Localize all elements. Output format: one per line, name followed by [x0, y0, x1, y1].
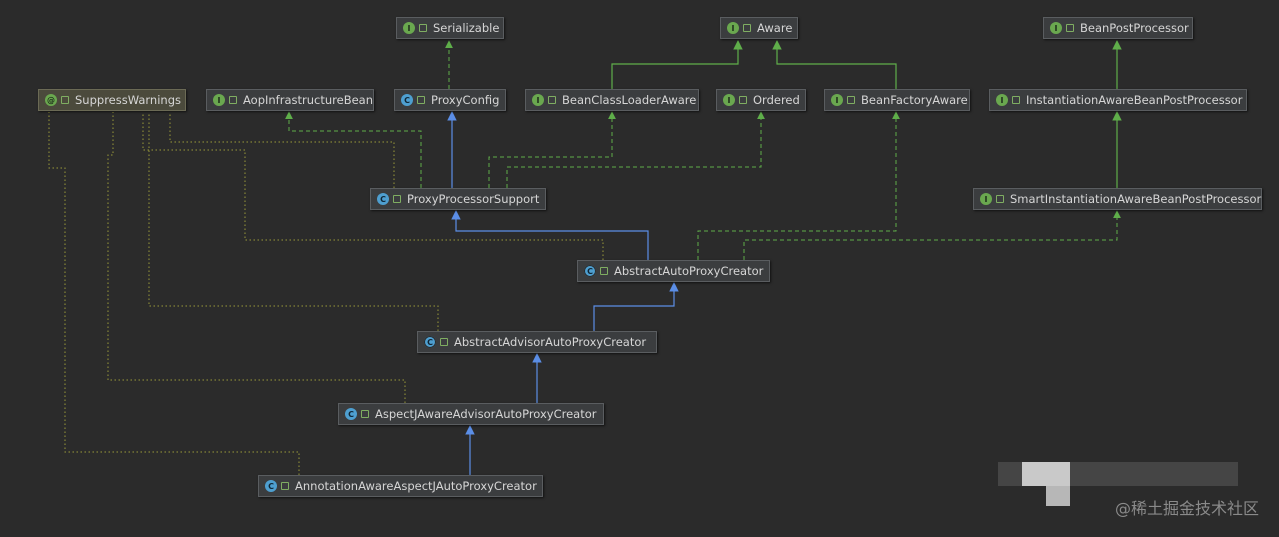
- lock-icon: [393, 195, 401, 203]
- node-abstractadvisorautoproxycreator[interactable]: C AbstractAdvisorAutoProxyCreator: [417, 331, 657, 353]
- node-label: BeanPostProcessor: [1080, 21, 1189, 35]
- node-beanpostprocessor[interactable]: I BeanPostProcessor: [1043, 17, 1193, 39]
- lock-icon: [61, 96, 69, 104]
- node-label: AbstractAdvisorAutoProxyCreator: [454, 335, 647, 349]
- node-label: BeanFactoryAware: [861, 93, 968, 107]
- edge-implements-11: [743, 210, 1121, 260]
- class-icon: C: [265, 480, 277, 492]
- node-annotationawareaspectjautoproxycreator[interactable]: C AnnotationAwareAspectJAutoProxyCreator: [258, 475, 543, 497]
- edge-implements-8: [506, 111, 765, 188]
- node-abstractautoproxycreator[interactable]: C AbstractAutoProxyCreator: [577, 260, 770, 282]
- node-label: ProxyConfig: [431, 93, 500, 107]
- node-proxyprocessorsupport[interactable]: C ProxyProcessorSupport: [370, 188, 546, 210]
- node-label: BeanClassLoaderAware: [562, 93, 697, 107]
- edge-implements-7: [488, 111, 616, 188]
- pixelated-blur: [1046, 486, 1070, 506]
- node-suppresswarnings[interactable]: @ SuppressWarnings: [38, 89, 186, 111]
- interface-icon: I: [996, 94, 1008, 106]
- edge-annotated-15: [169, 112, 395, 188]
- interface-icon: I: [831, 94, 843, 106]
- node-serializable[interactable]: I Serializable: [396, 17, 504, 39]
- node-label: Serializable: [433, 21, 500, 35]
- edge-annotated-17: [148, 112, 439, 331]
- abstract-class-icon: C: [424, 336, 436, 348]
- node-aware[interactable]: I Aware: [720, 17, 798, 39]
- lock-icon: [1066, 24, 1074, 32]
- watermark-text: @稀土掘金技术社区: [1114, 499, 1259, 518]
- lock-icon: [417, 96, 425, 104]
- lock-icon: [600, 267, 608, 275]
- lock-icon: [548, 96, 556, 104]
- node-label: AopInfrastructureBean: [243, 93, 373, 107]
- node-aopinfrastructurebean[interactable]: I AopInfrastructureBean: [206, 89, 374, 111]
- pixelated-blur: [1022, 462, 1070, 486]
- edge-annotated-16: [142, 112, 604, 260]
- node-label: AbstractAutoProxyCreator: [614, 264, 764, 278]
- edge-extends-interface-2: [772, 40, 897, 89]
- lock-icon: [1012, 96, 1020, 104]
- lock-icon: [229, 96, 237, 104]
- lock-icon: [996, 195, 1004, 203]
- edge-annotated-18: [107, 112, 406, 403]
- node-label: AnnotationAwareAspectJAutoProxyCreator: [295, 479, 537, 493]
- interface-icon: I: [403, 22, 415, 34]
- edge-annotated-19: [48, 112, 300, 475]
- lock-icon: [419, 24, 427, 32]
- node-beanclassloaderaware[interactable]: I BeanClassLoaderAware: [525, 89, 699, 111]
- node-label: SuppressWarnings: [75, 93, 181, 107]
- node-proxyconfig[interactable]: C ProxyConfig: [394, 89, 506, 111]
- node-label: Aware: [757, 21, 793, 35]
- node-instantiationawarebeanpostprocessor[interactable]: I InstantiationAwareBeanPostProcessor: [989, 89, 1247, 111]
- class-icon: C: [377, 193, 389, 205]
- interface-icon: I: [1050, 22, 1062, 34]
- interface-icon: I: [532, 94, 544, 106]
- node-label: Ordered: [753, 93, 800, 107]
- class-icon: C: [345, 408, 357, 420]
- node-label: ProxyProcessorSupport: [407, 192, 540, 206]
- lock-icon: [361, 410, 369, 418]
- lock-icon: [847, 96, 855, 104]
- class-icon: C: [401, 94, 413, 106]
- edge-extends-interface-1: [611, 40, 743, 89]
- edge-extends-9: [451, 210, 649, 260]
- interface-icon: I: [213, 94, 225, 106]
- node-label: AspectJAwareAdvisorAutoProxyCreator: [375, 407, 597, 421]
- lock-icon: [739, 96, 747, 104]
- node-ordered[interactable]: I Ordered: [716, 89, 806, 111]
- node-beanfactoryaware[interactable]: I BeanFactoryAware: [824, 89, 970, 111]
- interface-icon: I: [723, 94, 735, 106]
- interface-icon: I: [980, 193, 992, 205]
- edge-extends-12: [593, 282, 679, 331]
- node-label: SmartInstantiationAwareBeanPostProcessor: [1010, 192, 1262, 206]
- node-aspectjawareadvisorautoproxycreator[interactable]: C AspectJAwareAdvisorAutoProxyCreator: [338, 403, 604, 425]
- interface-icon: I: [727, 22, 739, 34]
- lock-icon: [281, 482, 289, 490]
- annotation-icon: @: [45, 94, 57, 106]
- node-label: InstantiationAwareBeanPostProcessor: [1026, 93, 1243, 107]
- node-smartinstantiationawarebeanpostprocessor[interactable]: I SmartInstantiationAwareBeanPostProcess…: [973, 188, 1262, 210]
- abstract-class-icon: C: [584, 265, 596, 277]
- edge-implements-10: [697, 111, 900, 260]
- edge-implements-6: [285, 111, 422, 188]
- lock-icon: [440, 338, 448, 346]
- lock-icon: [743, 24, 751, 32]
